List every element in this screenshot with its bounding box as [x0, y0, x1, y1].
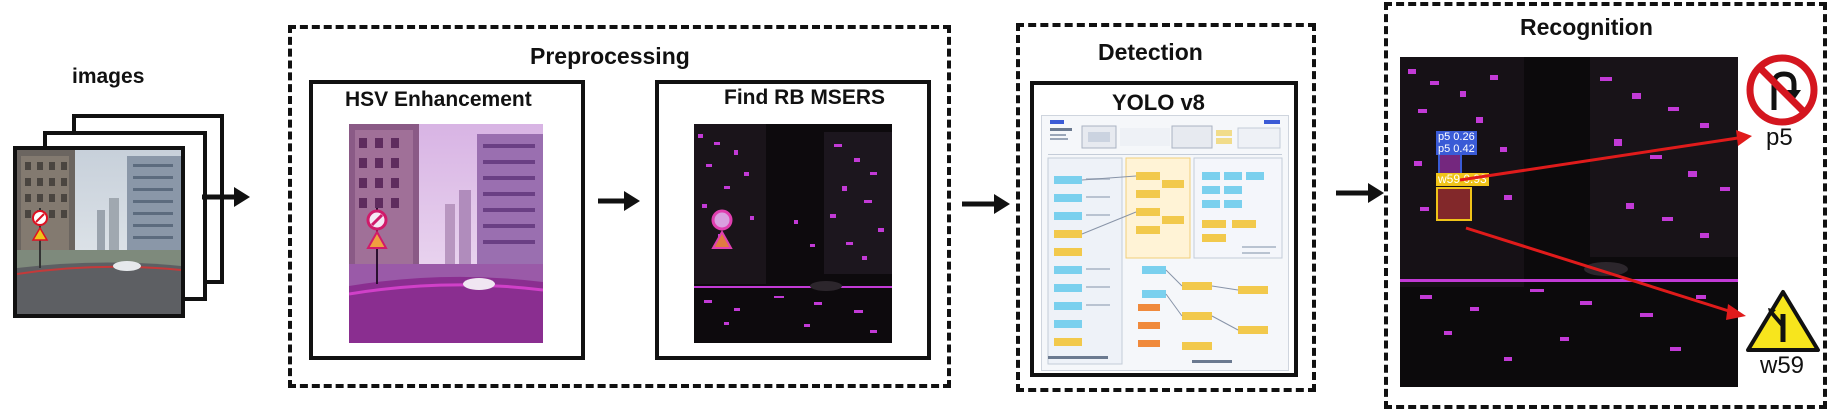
- merge-warning-sign-icon: [1746, 290, 1820, 352]
- street-photo-art: [17, 150, 181, 314]
- flow-arrow-4: [1336, 183, 1384, 203]
- detection-label-p5-a: p5 0.26: [1436, 131, 1477, 143]
- street-photo: [13, 146, 185, 318]
- hsv-image-art: [349, 124, 543, 343]
- sign-w59: [1744, 288, 1822, 356]
- flow-arrow-3: [962, 194, 1010, 214]
- sign-w59-label: w59: [1760, 352, 1805, 379]
- detection-box-w59: [1436, 187, 1472, 221]
- flow-arrow-2: [598, 191, 640, 211]
- recognition-stage: [1384, 2, 1827, 409]
- no-u-turn-sign-icon: [1746, 54, 1818, 126]
- sign-p5: [1742, 52, 1822, 128]
- images-title: images: [72, 65, 145, 88]
- hsv-enhancement-title: HSV Enhancement: [345, 88, 532, 111]
- yolo-architecture-diagram: [1041, 115, 1289, 371]
- mser-image-art: [694, 124, 892, 343]
- detection-stage: [1016, 23, 1316, 392]
- hsv-enhanced-image: [349, 124, 543, 343]
- detection-label-p5-b: p5 0.42: [1436, 143, 1477, 155]
- recognition-image-art: [1400, 57, 1738, 387]
- mser-title: Find RB MSERS: [724, 86, 885, 109]
- yolo-architecture-art: [1042, 116, 1288, 370]
- recognition-image: p5 0.26 p5 0.42 w59 0.93: [1400, 57, 1738, 387]
- mser-image: [694, 124, 892, 343]
- yolo-title: YOLO v8: [1112, 90, 1205, 115]
- preprocessing-stage: [288, 25, 951, 388]
- sign-p5-label: p5: [1766, 124, 1793, 151]
- flow-arrow-1: [202, 187, 250, 207]
- preprocessing-title: Preprocessing: [530, 43, 690, 69]
- recognition-arrows: [1459, 130, 1752, 320]
- recognition-title: Recognition: [1520, 14, 1653, 40]
- detection-title: Detection: [1098, 39, 1203, 65]
